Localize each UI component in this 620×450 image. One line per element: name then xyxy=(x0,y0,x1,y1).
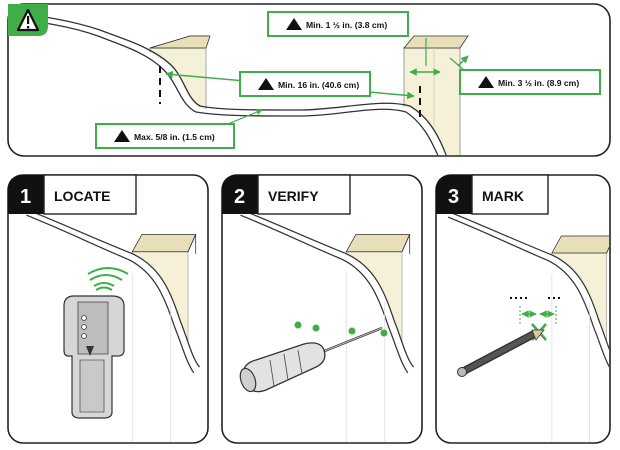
step-number-1: 1 xyxy=(20,186,31,208)
callout-stud-width: Min. 3 ½ in. (8.9 cm) xyxy=(459,69,601,95)
screwdriver-icon xyxy=(239,326,383,393)
callout-wall-thickness-text: Max. 5/8 in. (1.5 cm) xyxy=(134,132,215,142)
pencil-icon xyxy=(457,329,545,377)
overview-panel: Min. 1 ½ in. (3.8 cm) Min. 3 ½ in. (8.9 … xyxy=(7,3,611,157)
step-label-2: VERIFY xyxy=(268,188,319,204)
step-panel-verify: 2 VERIFY xyxy=(221,174,423,444)
callout-stud-thickness: Min. 1 ½ in. (3.8 cm) xyxy=(267,11,409,37)
step-number-3: 3 xyxy=(448,186,459,208)
warning-badge xyxy=(8,4,48,36)
callout-stud-spacing: Min. 16 in. (40.6 cm) xyxy=(239,71,371,97)
callout-stud-width-text: Min. 3 ½ in. (8.9 cm) xyxy=(498,78,579,88)
step-number-2: 2 xyxy=(234,186,245,208)
step-label-1: LOCATE xyxy=(54,188,111,204)
stud-finder-icon xyxy=(63,267,129,419)
step-panel-mark: 3 MARK xyxy=(435,174,611,444)
callout-stud-thickness-text: Min. 1 ½ in. (3.8 cm) xyxy=(306,20,387,30)
step-panel-locate: 1 LOCATE xyxy=(7,174,209,444)
callout-stud-spacing-text: Min. 16 in. (40.6 cm) xyxy=(278,80,359,90)
callout-wall-thickness: Max. 5/8 in. (1.5 cm) xyxy=(95,123,235,149)
step-label-3: MARK xyxy=(482,188,524,204)
